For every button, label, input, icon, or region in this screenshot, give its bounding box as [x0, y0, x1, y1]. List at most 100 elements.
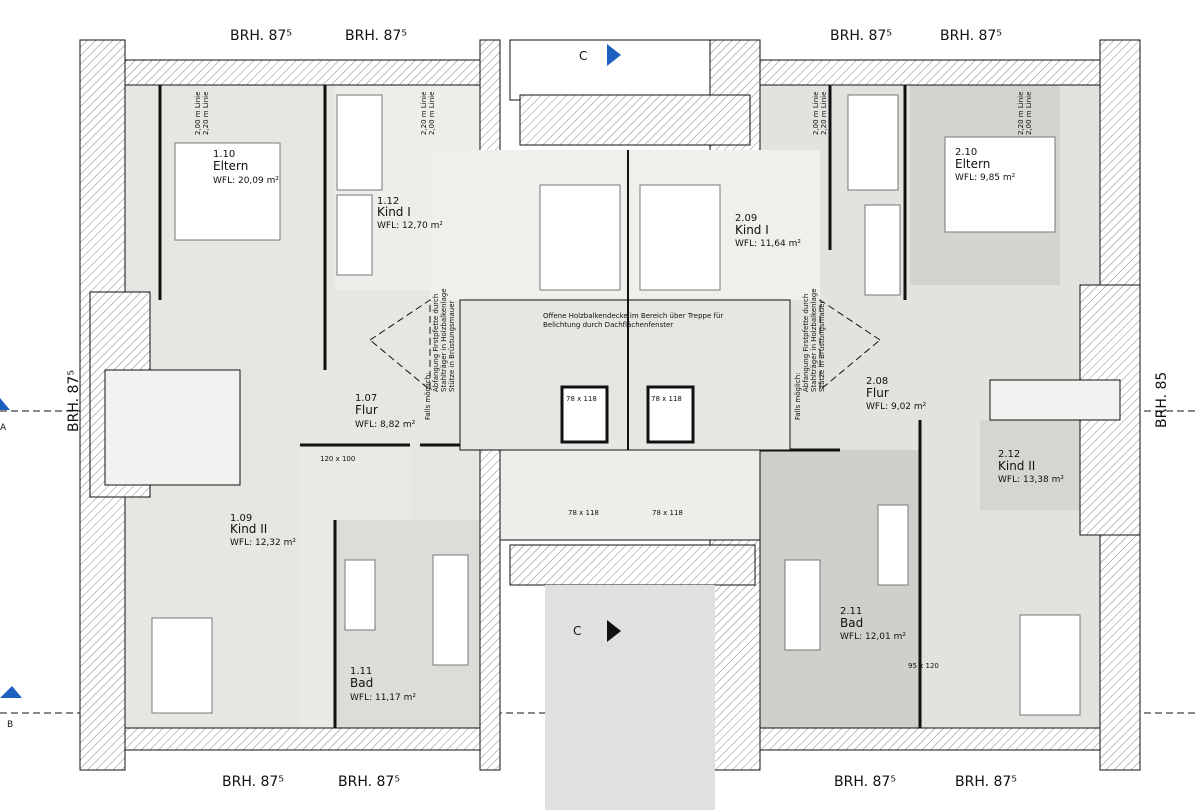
svg-text:Abfangung Firstpfette durch: Abfangung Firstpfette durch [432, 294, 440, 392]
svg-text:Stütze in Brüstungsmauer: Stütze in Brüstungsmauer [448, 300, 456, 392]
section-arrow-icon [607, 620, 621, 642]
svg-text:Eltern: Eltern [955, 157, 990, 171]
section-a: A [0, 423, 7, 433]
desk-icon [336, 94, 383, 191]
brh-label: BRH. 87⁵ [345, 28, 407, 44]
height-line-label: 2,00 m Linie [812, 92, 820, 135]
svg-text:Abfangung Firstpfette durch: Abfangung Firstpfette durch [802, 294, 810, 392]
svg-text:WFL: 12,01 m²: WFL: 12,01 m² [840, 632, 906, 642]
sink-icon [344, 559, 376, 631]
svg-text:WFL: 12,32 m²: WFL: 12,32 m² [230, 538, 296, 548]
svg-text:WFL: 20,09 m²: WFL: 20,09 m² [213, 176, 279, 186]
bathtub-icon [784, 559, 821, 651]
brh-label: BRH. 87⁵ [955, 774, 1017, 790]
section-c-bottom: C [573, 624, 581, 638]
svg-text:Eltern: Eltern [213, 159, 248, 173]
bed-icon [1019, 614, 1081, 716]
bed-icon [539, 184, 621, 291]
roof-window [646, 385, 695, 444]
svg-text:Kind I: Kind I [735, 223, 769, 237]
height-line-label: 2,20 m Linie [820, 92, 828, 135]
section-arrow-icon [607, 44, 621, 66]
brh-label: BRH. 87⁵ [940, 28, 1002, 44]
height-line-label: 2,00 m Linie [428, 92, 436, 135]
svg-text:Flur: Flur [355, 403, 378, 417]
svg-text:1.11: 1.11 [350, 666, 372, 677]
svg-text:Flur: Flur [866, 386, 889, 400]
height-line-label: 2,20 m Linie [1017, 92, 1025, 135]
wardrobe-icon [336, 194, 373, 276]
brh-label: BRH. 87⁵ [230, 28, 292, 44]
svg-text:WFL: 9,85 m²: WFL: 9,85 m² [955, 173, 1016, 183]
right-unit [709, 39, 1141, 771]
svg-text:1.07: 1.07 [355, 393, 377, 404]
svg-text:WFL: 11,64 m²: WFL: 11,64 m² [735, 239, 801, 249]
brh-label: BRH. 87⁵ [834, 774, 896, 790]
window-size: 78 x 118 [651, 395, 682, 403]
svg-text:2.08: 2.08 [866, 376, 888, 387]
section-arrow-icon [0, 686, 22, 698]
svg-text:WFL: 13,38 m²: WFL: 13,38 m² [998, 475, 1064, 485]
svg-text:Stahlträger in Holzbalkenlage: Stahlträger in Holzbalkenlage [440, 288, 448, 392]
svg-text:2.10: 2.10 [955, 147, 977, 158]
support-note-left: Falls möglich: Abfangung Firstpfette dur… [424, 288, 456, 420]
window-size: 78 x 118 [566, 395, 597, 403]
svg-text:WFL: 8,82 m²: WFL: 8,82 m² [355, 420, 416, 430]
brh-label: BRH. 87⁵ [338, 774, 400, 790]
svg-text:Falls möglich:: Falls möglich: [424, 372, 432, 420]
stair-note: Belichtung durch Dachflächenfenster [543, 321, 673, 329]
section-arrow-icon [0, 398, 10, 410]
window-size: 78 x 118 [652, 509, 683, 517]
stair-note: Offene Holzbalkendecke im Bereich über T… [543, 312, 723, 320]
bed-icon [639, 184, 721, 291]
brh-label: BRH. 87⁵ [66, 370, 82, 432]
section-b: B [7, 720, 13, 730]
svg-text:2.11: 2.11 [840, 606, 862, 617]
height-line-label: 2,00 m Linie [194, 92, 202, 135]
svg-text:Bad: Bad [350, 676, 373, 690]
center-stair-area [369, 39, 881, 810]
svg-text:WFL: 12,70 m²: WFL: 12,70 m² [377, 221, 443, 231]
height-line-label: 2,20 m Linie [202, 92, 210, 135]
svg-text:Kind I: Kind I [377, 205, 411, 219]
height-line-label: 2,20 m Linie [420, 92, 428, 135]
svg-text:Stütze in Brüstungsmauer: Stütze in Brüstungsmauer [818, 300, 826, 392]
wardrobe-icon [864, 204, 901, 296]
svg-text:Stahlträger in Holzbalkenlage: Stahlträger in Holzbalkenlage [810, 288, 818, 392]
svg-text:2.12: 2.12 [998, 449, 1020, 460]
svg-text:Kind II: Kind II [998, 459, 1035, 473]
support-note-right: Falls möglich: Abfangung Firstpfette dur… [794, 288, 826, 420]
svg-text:1.10: 1.10 [213, 149, 235, 160]
window-size: 78 x 118 [568, 509, 599, 517]
svg-text:WFL: 9,02 m²: WFL: 9,02 m² [866, 402, 927, 412]
desk-icon [847, 94, 899, 191]
brh-label: BRH. 87⁵ [830, 28, 892, 44]
bed-icon [944, 136, 1056, 233]
roof-window [560, 385, 609, 444]
bed-icon [151, 617, 213, 714]
svg-text:Bad: Bad [840, 616, 863, 630]
brh-label: BRH. 87⁵ [222, 774, 284, 790]
section-c-top: C [579, 49, 587, 63]
svg-text:1.12: 1.12 [377, 196, 399, 207]
svg-text:1.09: 1.09 [230, 513, 252, 524]
height-line-label: 2,00 m Linie [1025, 92, 1033, 135]
svg-text:WFL: 11,17 m²: WFL: 11,17 m² [350, 693, 416, 703]
bed-icon [174, 142, 281, 241]
brh-label: BRH. 85 [1154, 372, 1170, 428]
svg-text:2.09: 2.09 [735, 213, 757, 224]
sink-icon [877, 504, 909, 586]
bathtub-icon [432, 554, 469, 666]
window-size: 95 x 120 [908, 662, 939, 670]
